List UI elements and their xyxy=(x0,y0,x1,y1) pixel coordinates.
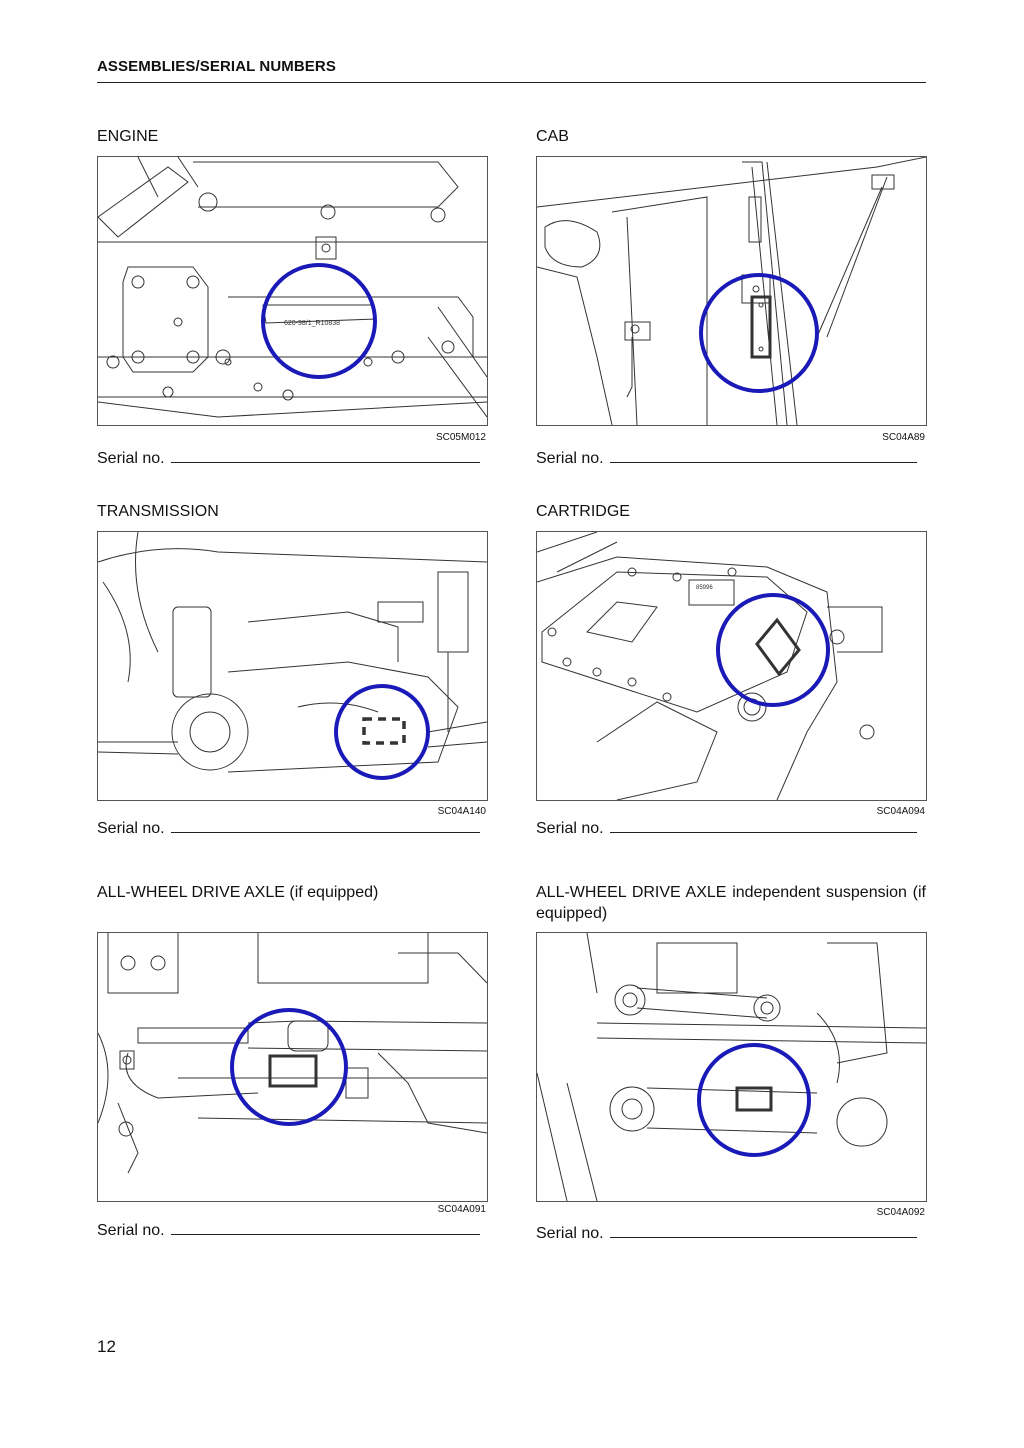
serial-label: Serial no. xyxy=(536,1225,604,1242)
page-title: ASSEMBLIES/SERIAL NUMBERS xyxy=(97,58,336,75)
figure-code: SC04A094 xyxy=(876,806,925,817)
section-engine: ENGINE xyxy=(97,126,487,147)
figure-code: SC04A89 xyxy=(882,432,925,443)
section-awd-axle: ALL-WHEEL DRIVE AXLE (if equipped) xyxy=(97,882,487,903)
cartridge-illustration: 85996 xyxy=(536,531,927,801)
serial-label: Serial no. xyxy=(536,450,604,467)
figure-code: SC04A140 xyxy=(437,806,486,817)
serial-label: Serial no. xyxy=(536,820,604,837)
serial-label: Serial no. xyxy=(97,450,165,467)
page-header: ASSEMBLIES/SERIAL NUMBERS xyxy=(97,58,926,83)
serial-label: Serial no. xyxy=(97,820,165,837)
serial-field-awd-axle-independent: Serial no. xyxy=(536,1225,917,1243)
engine-illustration: 620-98/1_R10838 xyxy=(97,156,488,426)
awd-axle-illustration xyxy=(97,932,488,1202)
section-cab: CAB xyxy=(536,126,926,147)
figure-code: SC05M012 xyxy=(435,432,486,443)
cartridge-plate-text: 85996 xyxy=(696,585,713,591)
figure-code: SC04A092 xyxy=(876,1207,925,1218)
cab-illustration xyxy=(536,156,927,426)
awd-axle-independent-illustration xyxy=(536,932,927,1202)
serial-blank-line[interactable] xyxy=(609,450,917,463)
serial-blank-line[interactable] xyxy=(170,1222,480,1235)
serial-blank-line[interactable] xyxy=(170,450,480,463)
serial-field-cab: Serial no. xyxy=(536,450,917,468)
serial-field-cartridge: Serial no. xyxy=(536,820,917,838)
serial-blank-line[interactable] xyxy=(170,820,480,833)
section-title: ALL-WHEEL DRIVE AXLE independent suspens… xyxy=(536,884,926,922)
serial-blank-line[interactable] xyxy=(609,820,917,833)
section-title: ENGINE xyxy=(97,128,159,145)
section-awd-axle-independent: ALL-WHEEL DRIVE AXLE independent suspens… xyxy=(536,882,926,924)
serial-field-transmission: Serial no. xyxy=(97,820,480,838)
section-title: CARTRIDGE xyxy=(536,503,630,520)
section-title: CAB xyxy=(536,128,569,145)
section-title: ALL-WHEEL DRIVE AXLE (if equipped) xyxy=(97,884,379,901)
engine-plate-text: 620-98/1_R10838 xyxy=(284,320,340,327)
section-transmission: TRANSMISSION xyxy=(97,501,487,522)
page-number: 12 xyxy=(97,1337,116,1356)
serial-blank-line[interactable] xyxy=(609,1225,917,1238)
serial-field-awd-axle: Serial no. xyxy=(97,1222,480,1240)
serial-field-engine: Serial no. xyxy=(97,450,480,468)
serial-label: Serial no. xyxy=(97,1222,165,1239)
section-cartridge: CARTRIDGE xyxy=(536,501,926,522)
section-title: TRANSMISSION xyxy=(97,503,219,520)
figure-code: SC04A091 xyxy=(437,1204,486,1215)
transmission-illustration xyxy=(97,531,488,801)
